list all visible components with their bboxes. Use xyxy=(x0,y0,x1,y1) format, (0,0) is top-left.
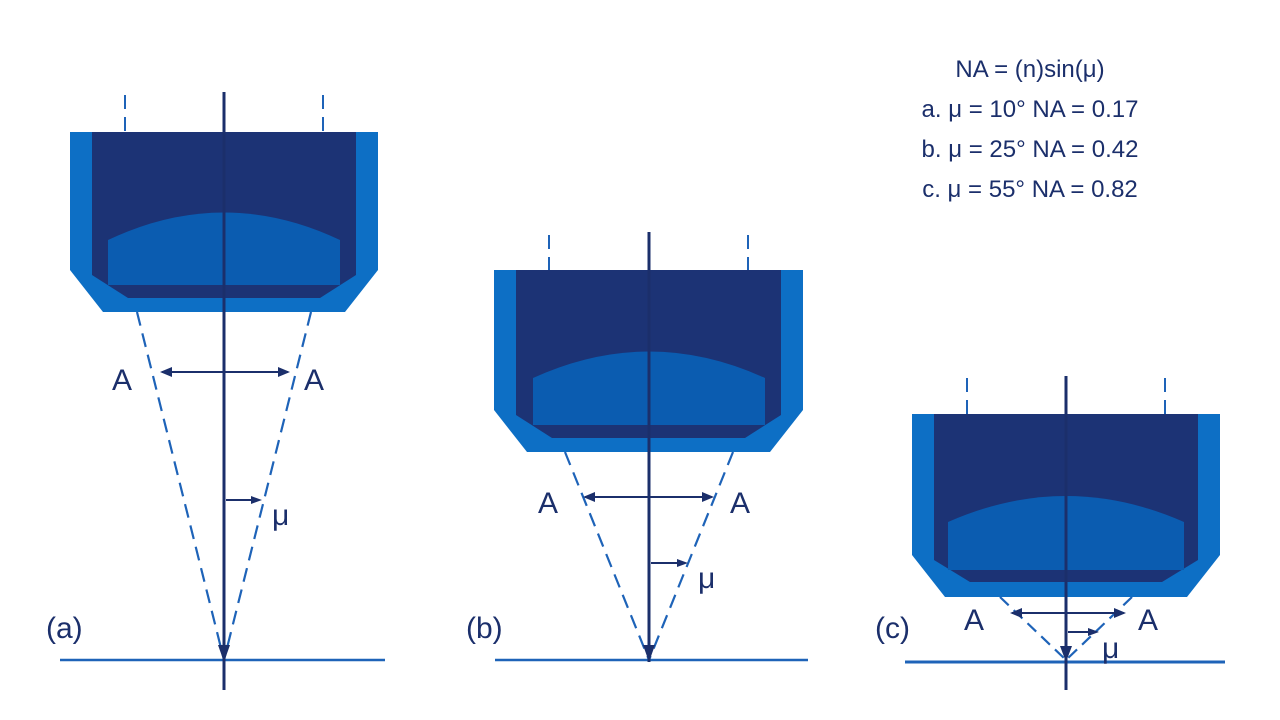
mu-label: μ xyxy=(1102,632,1119,665)
aperture-label-right: A xyxy=(304,364,324,397)
panel-label: (b) xyxy=(466,612,503,645)
aperture-label-left: A xyxy=(538,487,558,520)
mu-arrowhead xyxy=(251,496,262,504)
aperture-label-right: A xyxy=(1138,604,1158,637)
panel-label: (c) xyxy=(875,612,910,645)
marginal-ray-right xyxy=(647,451,735,661)
marginal-ray-left xyxy=(999,596,1067,661)
mu-arrowhead xyxy=(1088,628,1099,636)
axis-arrowhead xyxy=(1060,646,1072,662)
marginal-ray-right xyxy=(1065,596,1133,661)
aperture-arrowhead-left xyxy=(1010,608,1022,618)
aperture-arrowhead-right xyxy=(278,367,290,377)
aperture-arrowhead-right xyxy=(1114,608,1126,618)
axis-arrowhead xyxy=(218,645,230,662)
aperture-arrowhead-left xyxy=(160,367,172,377)
mu-label: μ xyxy=(698,562,715,595)
formula-line-b: b. μ = 25° NA = 0.42 xyxy=(921,136,1139,163)
mu-label: μ xyxy=(272,499,289,532)
panel-a: A A μ (a) xyxy=(46,92,385,690)
marginal-ray-left xyxy=(135,311,226,661)
marginal-ray-left xyxy=(563,451,651,661)
formula-line-a: a. μ = 10° NA = 0.17 xyxy=(921,96,1139,123)
panel-b: A A μ (b) xyxy=(466,232,808,662)
aperture-arrowhead-right xyxy=(702,492,714,502)
formula-title: NA = (n)sin(μ) xyxy=(955,56,1105,83)
aperture-label-left: A xyxy=(112,364,132,397)
mu-arrowhead xyxy=(677,559,688,567)
marginal-ray-right xyxy=(222,311,313,661)
panel-c: A A μ (c) xyxy=(875,376,1225,690)
formula-block: NA = (n)sin(μ) a. μ = 10° NA = 0.17 b. μ… xyxy=(880,50,1180,210)
aperture-label-right: A xyxy=(730,487,750,520)
aperture-arrowhead-left xyxy=(583,492,595,502)
panel-label: (a) xyxy=(46,612,83,645)
aperture-label-left: A xyxy=(964,604,984,637)
axis-arrowhead xyxy=(643,645,655,662)
formula-line-c: c. μ = 55° NA = 0.82 xyxy=(922,176,1138,203)
